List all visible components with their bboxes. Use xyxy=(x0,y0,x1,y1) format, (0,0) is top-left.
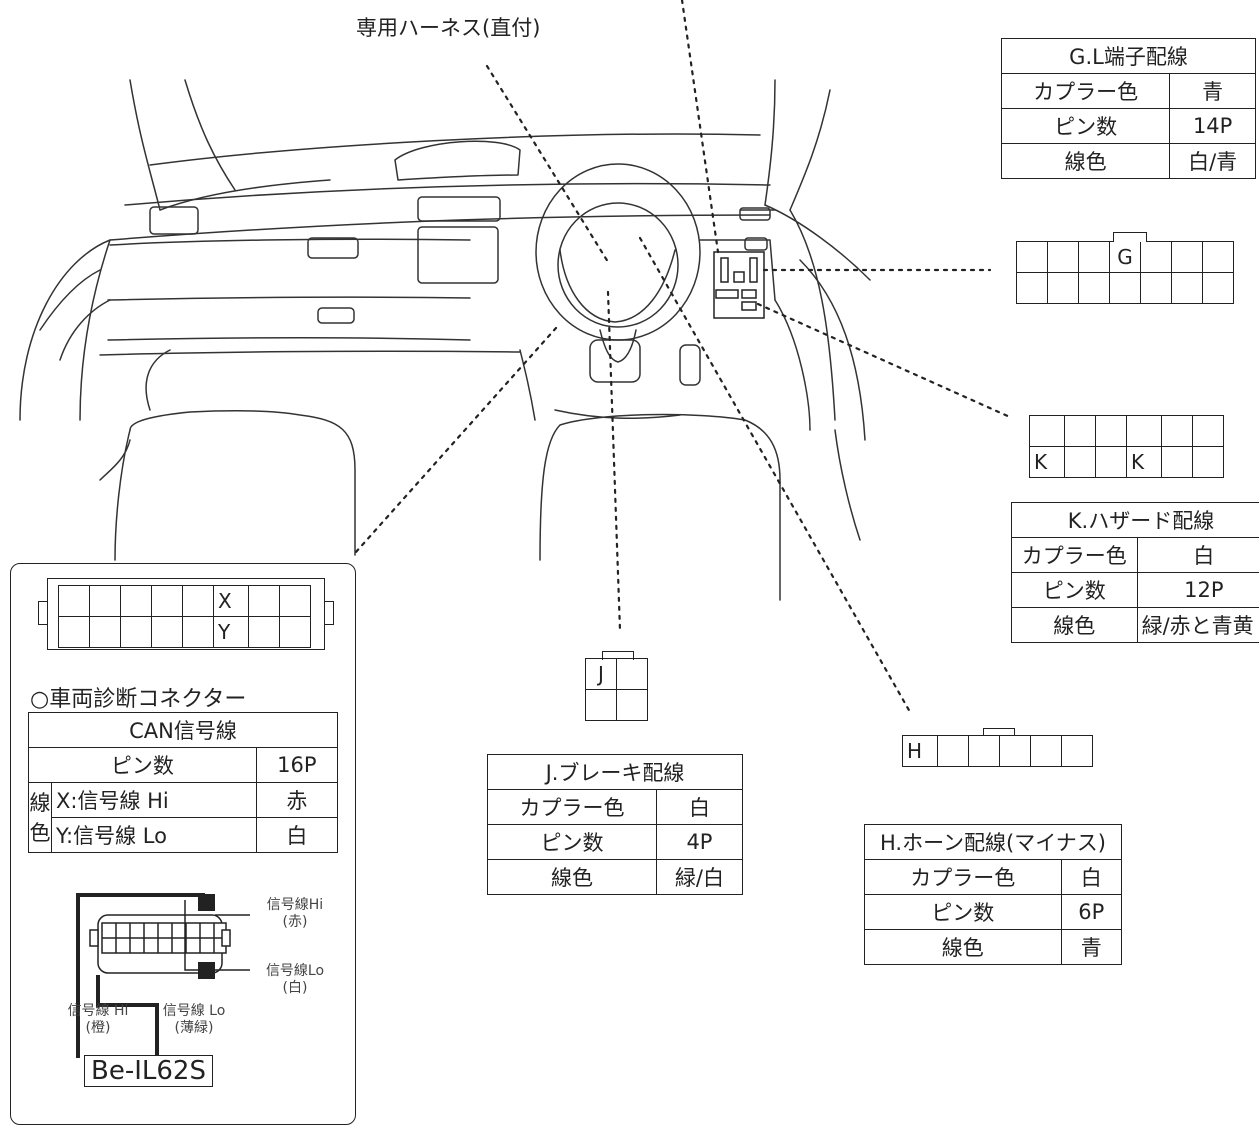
right-seat xyxy=(540,415,780,600)
sig-lo-label: 信号線Lo (白) xyxy=(255,963,335,997)
can-pins-label: ピン数 xyxy=(29,748,257,783)
leader-j xyxy=(608,292,620,630)
left-door xyxy=(20,240,110,420)
j-pin: J xyxy=(586,659,617,690)
left-vent xyxy=(150,207,198,234)
obd-heading: ○車両診断コネクター xyxy=(30,681,246,713)
j-title: J.ブレーキ配線 xyxy=(488,755,743,790)
g-pin: G xyxy=(1110,242,1141,273)
sig-hi-label: 信号線Hi (赤) xyxy=(255,897,335,931)
h-row-key: ピン数 xyxy=(865,895,1062,930)
wire-hi-label: 信号線 Hi (橙) xyxy=(58,1003,138,1037)
k-pin-a: K xyxy=(1030,447,1065,478)
can-hi-label: X:信号線 Hi xyxy=(52,783,257,818)
right-door xyxy=(790,210,835,420)
model-name: Be-IL62S xyxy=(84,1055,213,1087)
center-vent-3 xyxy=(318,308,354,323)
can-title: CAN信号線 xyxy=(29,713,338,748)
k-connector: K K xyxy=(1029,415,1224,478)
leader-obd xyxy=(356,328,556,552)
gl-row-value: 14P xyxy=(1170,109,1256,144)
h-row-value: 青 xyxy=(1061,930,1121,965)
left-seat xyxy=(130,411,355,555)
gl-row-value: 白/青 xyxy=(1170,144,1256,179)
g-connector-latch xyxy=(1113,232,1147,242)
k-row-value: 緑/赤と青黄 xyxy=(1137,608,1259,643)
j-row-value: 4P xyxy=(656,825,742,860)
leader-harness xyxy=(487,66,608,262)
meter-hood xyxy=(395,141,520,180)
j-row-value: 白 xyxy=(656,790,742,825)
h-pin: H xyxy=(903,736,938,767)
gl-row-key: ピン数 xyxy=(1002,109,1170,144)
gl-row-key: 線色 xyxy=(1002,144,1170,179)
left-a-pillar xyxy=(130,80,160,210)
k-row-key: ピン数 xyxy=(1012,573,1138,608)
leader-h xyxy=(640,238,910,712)
gl-row-key: カプラー色 xyxy=(1002,74,1170,109)
k-row-key: 線色 xyxy=(1012,608,1138,643)
h-row-key: カプラー色 xyxy=(865,860,1062,895)
j-row-value: 緑/白 xyxy=(656,860,742,895)
junction-block xyxy=(714,252,764,318)
h-title: H.ホーン配線(マイナス) xyxy=(865,825,1122,860)
harness-label: 専用ハーネス(直付) xyxy=(356,12,540,42)
j-row-key: ピン数 xyxy=(488,825,657,860)
k-title: K.ハザード配線 xyxy=(1012,503,1259,538)
j-row-key: カプラー色 xyxy=(488,790,657,825)
obd-pin-y: Y xyxy=(214,617,249,648)
can-pins-value: 16P xyxy=(256,748,337,783)
h-row-value: 白 xyxy=(1061,860,1121,895)
can-spec-table: CAN信号線 ピン数 16P 線 色 X:信号線 Hi 赤 Y:信号線 Lo 白 xyxy=(28,712,338,853)
center-vent-2 xyxy=(308,238,358,258)
h-connector: H xyxy=(902,735,1093,767)
leader-k xyxy=(758,304,1012,418)
center-panel-top xyxy=(418,197,500,221)
can-hi-value: 赤 xyxy=(256,783,337,818)
h-row-key: 線色 xyxy=(865,930,1062,965)
center-panel xyxy=(418,227,498,283)
can-lo-value: 白 xyxy=(256,818,337,853)
k-row-key: カプラー色 xyxy=(1012,538,1138,573)
j-row-key: 線色 xyxy=(488,860,657,895)
gl-row-value: 青 xyxy=(1170,74,1256,109)
wire-lo-label: 信号線 Lo (薄緑) xyxy=(154,1003,234,1037)
leader-top xyxy=(682,0,718,252)
obd-connector: X Y xyxy=(58,585,311,648)
k-pin-b: K xyxy=(1127,447,1162,478)
can-color-label: 線 色 xyxy=(29,783,52,853)
right-a-pillar xyxy=(765,80,775,205)
j-connector: J xyxy=(585,658,648,721)
h-row-value: 6P xyxy=(1061,895,1121,930)
k-row-value: 12P xyxy=(1137,573,1259,608)
gl-title: G.L端子配線 xyxy=(1002,39,1256,74)
can-lo-label: Y:信号線 Lo xyxy=(52,818,257,853)
k-row-value: 白 xyxy=(1137,538,1259,573)
g-connector: G xyxy=(1016,241,1234,304)
obd-pin-x: X xyxy=(214,586,249,617)
